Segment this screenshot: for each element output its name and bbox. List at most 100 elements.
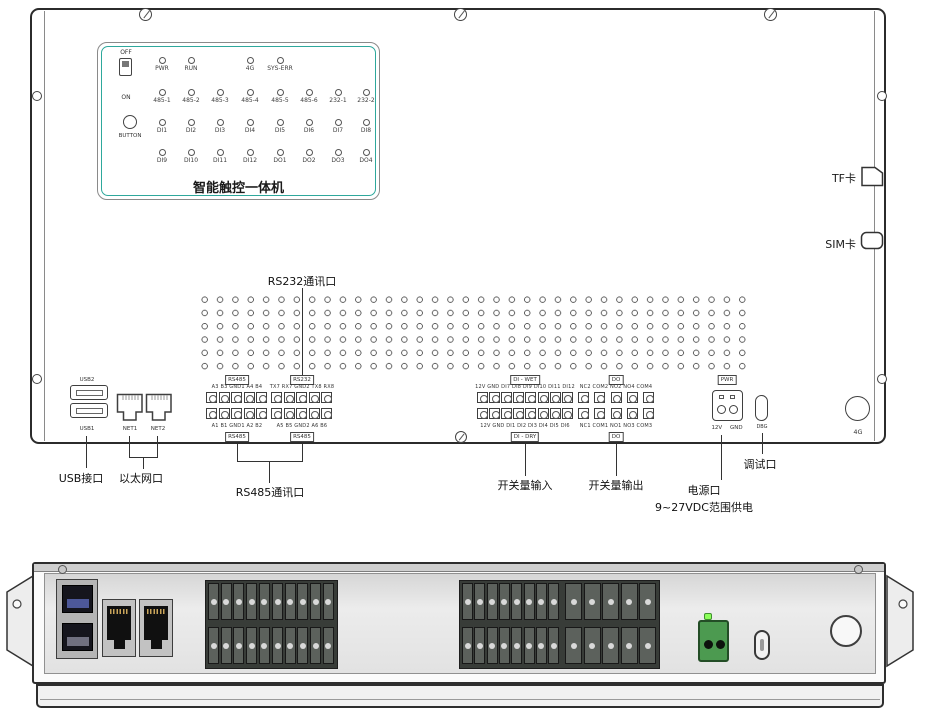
rj45-pins	[147, 609, 165, 614]
screw-icon	[854, 565, 863, 574]
terminal-a2	[243, 408, 255, 419]
leader-line-eth2	[157, 436, 159, 458]
leader-line-eth-h	[129, 457, 158, 459]
sim-card-label: SIM卡	[825, 238, 856, 251]
di-dry-box: DI - DRY	[510, 432, 540, 442]
led-label-di11: DI11	[212, 157, 228, 164]
front-usb-port	[62, 585, 93, 613]
led-di8	[362, 118, 370, 126]
led-label-232-1: 232-1	[329, 97, 347, 104]
rs485-annotation: RS485通讯口	[235, 486, 305, 499]
led-label-485-4: 485-4	[241, 97, 259, 104]
led-485-6	[305, 88, 313, 96]
do-bottom-pins: NC1 COM1 NO1 NO3 COM3	[579, 423, 653, 429]
terminal-block-unit	[535, 583, 547, 620]
leader-line-debug	[761, 433, 763, 454]
mount-wing-right	[886, 574, 914, 668]
leader-line-do	[615, 444, 617, 476]
power-clamp-slot	[719, 395, 724, 399]
led-di2	[187, 118, 195, 126]
led-do3	[334, 148, 342, 156]
terminal-block-unit	[208, 627, 219, 664]
terminal-block-unit	[565, 583, 582, 620]
terminal-block-unit	[474, 627, 486, 664]
sim-card-icon	[860, 231, 884, 250]
usb-tongue	[67, 599, 89, 608]
terminal-gnd2	[296, 408, 308, 419]
rj45-pins	[110, 609, 128, 614]
led-label-485-5: 485-5	[271, 97, 289, 104]
device-title: 智能触控一体机	[192, 181, 284, 196]
terminal-di7	[501, 392, 513, 403]
terminal-b4	[256, 392, 268, 403]
debug-port	[755, 395, 768, 421]
leader-line-rs485-h	[236, 461, 303, 463]
terminal-gnd2	[296, 392, 308, 403]
rs232-annotation: RS232通讯口	[267, 275, 337, 288]
led-label-485-1: 485-1	[153, 97, 171, 104]
terminal-block-unit	[548, 583, 560, 620]
led-di5	[276, 118, 284, 126]
front-net1-port	[102, 599, 136, 657]
usb-tongue	[67, 637, 89, 646]
terminal-block-unit	[233, 627, 245, 664]
terminal-b6	[321, 408, 333, 419]
screw-icon	[58, 565, 67, 574]
terminal-block-unit	[233, 583, 245, 620]
reset-button	[123, 115, 137, 129]
leader-line-eth1	[129, 436, 131, 458]
terminal-block-unit	[208, 583, 219, 620]
screw-icon	[139, 8, 152, 21]
usb-annotation: USB接口	[58, 472, 104, 485]
power-pin-hole	[704, 640, 713, 649]
terminal-block-unit	[462, 627, 473, 664]
vent-grid	[197, 293, 750, 373]
terminal-no1	[610, 408, 622, 419]
led-485-2	[187, 88, 195, 96]
terminal-block-unit	[639, 583, 656, 620]
net1-port-icon	[116, 393, 143, 421]
screw-icon	[877, 374, 887, 384]
usb-port-top	[70, 385, 108, 400]
debug-annotation: 调试口	[743, 458, 777, 471]
power-sub-annotation: 9~27VDC范围供电	[655, 501, 753, 514]
screw-icon	[764, 8, 777, 21]
terminal-tx8	[308, 392, 320, 403]
led-232-1	[334, 88, 342, 96]
terminal-com1	[594, 408, 606, 419]
terminal-block-unit	[297, 627, 309, 664]
wing-screw-hole	[12, 599, 22, 609]
terminal-a4	[243, 392, 255, 403]
terminal-block-unit	[474, 583, 486, 620]
led-4g	[246, 56, 254, 64]
terminal-block-unit	[322, 583, 334, 620]
led-label-di4: DI4	[244, 127, 256, 134]
led-485-3	[216, 88, 224, 96]
terminal-di5	[549, 408, 561, 419]
di-annotation: 开关量输入	[497, 479, 553, 492]
terminal-block-unit	[523, 583, 535, 620]
led-label-di2: DI2	[185, 127, 197, 134]
terminal-block-unit	[565, 627, 582, 664]
terminal-block-unit	[498, 583, 510, 620]
front-view-top-strip	[34, 564, 884, 572]
led-label-sys-err: SYS-ERR	[267, 65, 293, 72]
led-label-di9: DI9	[156, 157, 168, 164]
panel-flange-line-left	[44, 11, 45, 441]
led-label-do1: DO1	[273, 157, 287, 164]
rs485-box-bottom-2: RS485	[290, 432, 314, 442]
terminal-block-unit	[284, 627, 296, 664]
front-usb-stack	[56, 579, 98, 659]
led-485-4	[246, 88, 254, 96]
rj45-notch	[114, 640, 125, 649]
terminal-di10	[537, 392, 549, 403]
led-do1	[276, 148, 284, 156]
led-di4	[246, 118, 254, 126]
led-di7	[334, 118, 342, 126]
terminal-block-unit	[486, 583, 498, 620]
front-view-base	[36, 684, 884, 708]
rs485-bottom-pins-1: A1 B1 GND1 A2 B2	[211, 423, 263, 429]
rs485-bottom-pins-2: A5 B5 GND2 A6 B6	[276, 423, 328, 429]
terminal-block-unit	[583, 583, 601, 620]
power-pin-hole	[729, 405, 738, 414]
